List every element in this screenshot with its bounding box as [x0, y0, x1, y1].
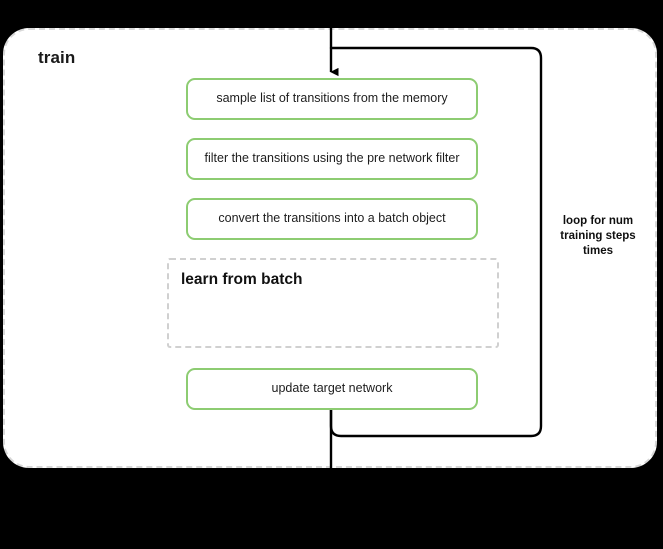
- loop-caption: loop for num training steps times: [542, 214, 654, 260]
- step-label-update: update target network: [271, 381, 393, 396]
- learn-from-batch-block[interactable]: learn from batch: [167, 258, 499, 348]
- loop-caption-line-1: loop for num: [562, 215, 634, 227]
- step-label-sample: sample list of transitions from the memo…: [216, 91, 448, 106]
- loop-caption-line-2: training steps: [560, 230, 636, 243]
- step-box-update-target-network[interactable]: update target network: [186, 368, 478, 410]
- step-box-filter[interactable]: filter the transitions using the pre net…: [186, 138, 478, 180]
- step-box-sample[interactable]: sample list of transitions from the memo…: [186, 78, 478, 120]
- step-label-convert: convert the transitions into a batch obj…: [218, 211, 446, 226]
- train-title: train: [38, 48, 76, 67]
- loop-caption-line-3: times: [582, 245, 614, 258]
- learn-from-batch-title: learn from batch: [181, 271, 303, 288]
- step-label-filter: filter the transitions using the pre net…: [204, 151, 460, 166]
- step-box-convert[interactable]: convert the transitions into a batch obj…: [186, 198, 478, 240]
